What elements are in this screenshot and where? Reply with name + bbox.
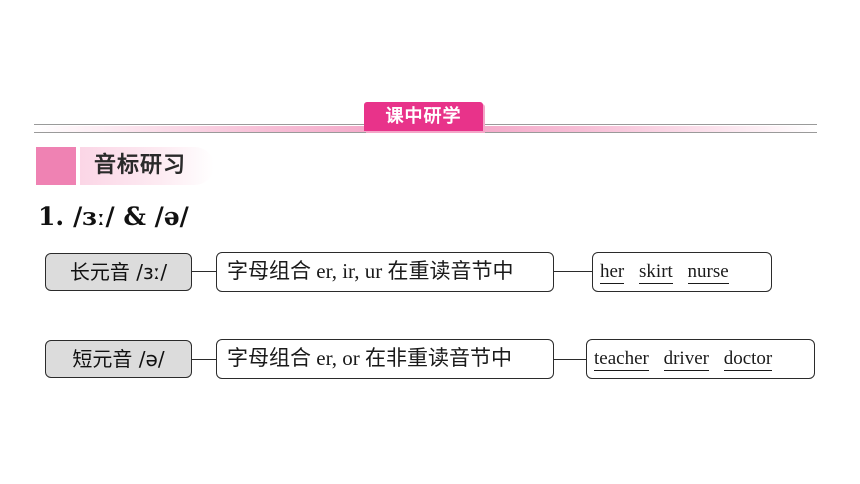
short-vowel-rule-box: 字母组合 er, or 在非重读音节中 (216, 339, 554, 379)
item-phonemes: /ɜː/ & /ə/ (73, 202, 189, 231)
item-number: 1. (38, 202, 65, 231)
long-vowel-label-box: 长元音 /ɜː/ (45, 253, 192, 291)
example-word: doctor (723, 348, 773, 371)
long-vowel-examples-box: her skirt nurse (592, 252, 772, 292)
section-banner: 课中研学 (364, 102, 483, 131)
connector-line (192, 271, 216, 272)
heading-marker-block (36, 147, 76, 185)
banner-rule-bottom (34, 132, 817, 133)
example-word: teacher (594, 348, 649, 371)
subsection-heading: 音标研习 (36, 147, 214, 185)
connector-line (192, 359, 216, 360)
connector-line (554, 271, 592, 272)
short-vowel-examples-box: teacher driver doctor (586, 339, 815, 379)
heading-label-background (80, 147, 214, 185)
short-vowel-label-box: 短元音 /ə/ (45, 340, 192, 378)
heading-label: 音标研习 (94, 153, 187, 178)
example-word: skirt (639, 261, 673, 284)
long-vowel-rule-box: 字母组合 er, ir, ur 在重读音节中 (216, 252, 554, 292)
example-word: nurse (687, 261, 729, 284)
item-title: 1. /ɜː/ & /ə/ (38, 202, 198, 231)
example-word: driver (663, 348, 709, 371)
example-word: her (600, 261, 625, 284)
connector-line (554, 359, 586, 360)
